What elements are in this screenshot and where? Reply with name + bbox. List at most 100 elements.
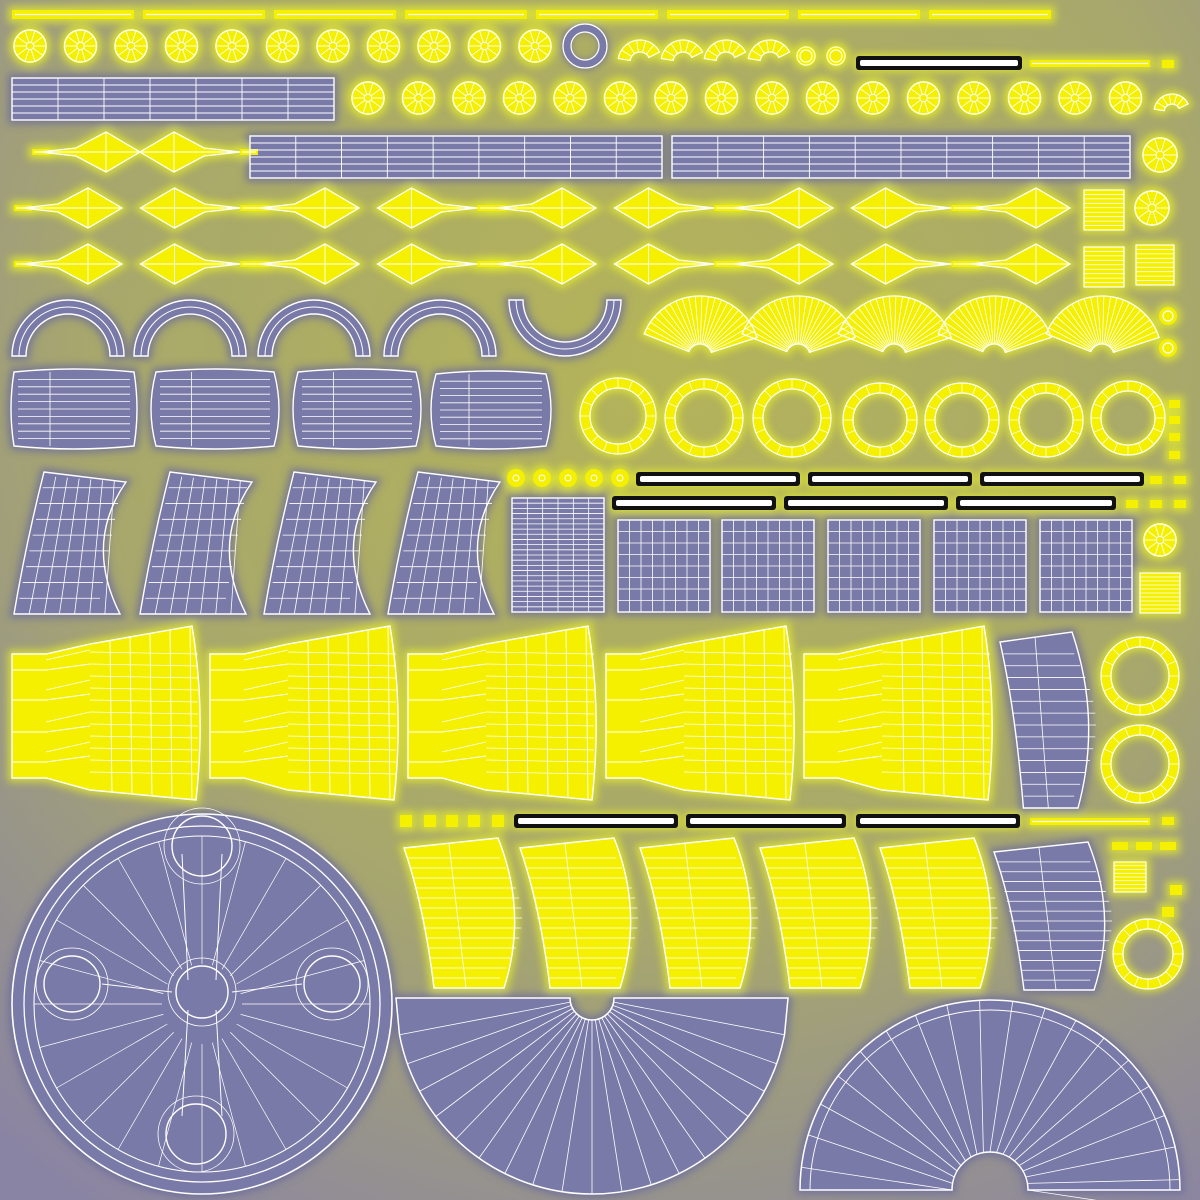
fan-cluster-outline <box>605 625 795 801</box>
wheel-spoke <box>709 88 719 97</box>
cushion-outline <box>430 370 552 450</box>
curved-blade-col <box>684 843 703 989</box>
coupler-arc-rib <box>621 49 632 57</box>
fan-cluster-col <box>723 636 727 795</box>
coupler-arc-rib <box>1156 101 1166 109</box>
wheel-spoke <box>232 49 238 61</box>
dome-fan-rib <box>1027 1179 1180 1184</box>
round-platform-rim <box>11 813 393 1195</box>
wheel-spoke <box>32 36 43 45</box>
fan-sector-rib <box>1110 314 1146 349</box>
wheel-spoke <box>537 47 548 56</box>
fan-cluster-row <box>287 663 397 667</box>
tiny-square <box>1162 817 1174 825</box>
wheel-spoke <box>384 49 389 61</box>
wheel-spoke <box>1113 88 1123 97</box>
wheel-spoke <box>557 99 568 108</box>
small-ring <box>826 46 846 66</box>
tiny-square <box>1126 500 1138 508</box>
striped-tile <box>1084 247 1124 287</box>
striped-tile-outline <box>1083 246 1125 288</box>
wheel-spoke <box>421 99 431 108</box>
fan-cluster-prong <box>639 693 685 701</box>
fan-sector-rib <box>710 330 755 352</box>
dome-fan-rib <box>837 1075 958 1172</box>
ring-loop-rib <box>853 393 862 402</box>
platform-strut <box>181 1009 189 1117</box>
top-hub <box>316 29 350 63</box>
small-ring <box>796 46 816 66</box>
fan-cluster-row <box>683 735 793 739</box>
fan-cluster-row <box>287 771 397 775</box>
dark-bar <box>518 818 674 824</box>
platform-tri <box>117 858 183 970</box>
wheel-spoke <box>421 36 432 45</box>
striped-tile <box>1136 245 1174 285</box>
wheel-spoke <box>285 47 295 56</box>
wheel-spoke <box>514 101 519 113</box>
fan-cluster-row <box>287 747 397 751</box>
fan-cluster-row <box>881 687 991 691</box>
wheel-hub-rim <box>452 81 486 115</box>
fan-sector-rib <box>1090 297 1101 345</box>
ring-loop-rib <box>898 393 907 402</box>
dark-bar <box>984 476 1140 482</box>
fan-cluster-prong <box>243 711 289 723</box>
dome-fan-rib <box>1002 1020 1077 1155</box>
ring-loop-rib <box>890 444 895 455</box>
wheel-spoke <box>911 88 921 97</box>
fan-sector-rib <box>748 321 789 350</box>
wheel-spoke <box>658 99 669 108</box>
coupler-arc-rib <box>751 49 762 57</box>
platform-tri <box>236 1023 348 1089</box>
platform-strut <box>215 853 223 981</box>
fan-cluster-prong <box>837 725 883 733</box>
ring-loop-rib <box>972 385 977 396</box>
diamond-fin-outline <box>376 243 478 285</box>
purple-ring <box>563 24 607 68</box>
wheel-spoke <box>873 83 879 95</box>
wheel-spoke <box>283 49 288 61</box>
half-fan-outline <box>395 997 789 1195</box>
curved-grid-col <box>74 479 92 615</box>
wheel-spoke <box>1154 209 1166 218</box>
platform-hole-ring <box>157 1095 235 1173</box>
wheel-spoke <box>722 101 727 113</box>
fan-sector-rib <box>792 296 798 345</box>
ring-loop-rib <box>1165 929 1173 937</box>
fan-cluster-prong <box>45 693 91 701</box>
platform-hole <box>165 1103 227 1165</box>
coupler-arc-outline <box>660 39 704 62</box>
tiny-ring-hole <box>1162 342 1174 354</box>
ring-loop-rib <box>1070 405 1081 410</box>
micro-hub-center <box>564 474 572 482</box>
wheel-spoke <box>810 88 820 97</box>
fan-cluster-prong <box>837 711 883 723</box>
half-fan-rib <box>407 1005 572 1065</box>
striped-tile <box>1084 190 1124 230</box>
wheel-spoke <box>182 31 187 43</box>
fan-cluster-col <box>387 625 391 801</box>
ring-loop-rib <box>845 405 856 410</box>
wheel-spoke <box>671 83 677 95</box>
dome-fan-rib <box>859 1051 962 1166</box>
platform-hole <box>303 955 361 1013</box>
ring-loop-rib <box>688 444 694 455</box>
wheel-spoke <box>976 99 987 108</box>
wheel-spoke <box>232 31 238 43</box>
fan-cluster-row <box>89 723 199 727</box>
platform-tri <box>56 919 168 985</box>
fan-cluster-row <box>683 687 793 691</box>
mid-hub <box>502 81 537 115</box>
dome-fan-rib <box>946 1004 978 1155</box>
wheel-spoke <box>671 101 677 113</box>
wheel-spoke <box>522 99 532 108</box>
wheel-spoke <box>456 99 467 108</box>
wheel-spoke <box>182 49 187 61</box>
side-hub <box>1134 190 1170 226</box>
ring-loop-rib <box>865 385 870 396</box>
fan-cluster-prong <box>837 755 883 763</box>
wheel-spoke <box>564 83 570 95</box>
fan-cluster-row <box>881 759 991 763</box>
wheel-spoke <box>333 31 339 43</box>
